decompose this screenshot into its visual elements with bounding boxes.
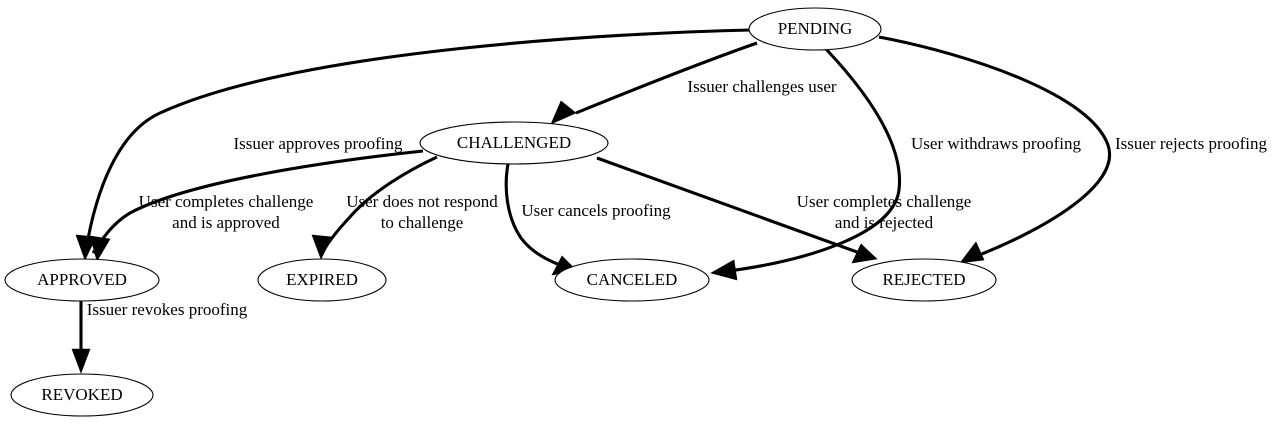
node-label-expired: EXPIRED bbox=[286, 270, 358, 289]
edge-pending-to-canceled[interactable] bbox=[710, 47, 902, 281]
node-shape-canceled bbox=[554, 258, 710, 302]
node-label-rejected: REJECTED bbox=[882, 270, 965, 289]
edge-path-pending-to-canceled bbox=[720, 47, 902, 274]
edge-label-challenged-to-approved-line2: and is approved bbox=[172, 213, 280, 232]
arrowhead-challenged-from-pending bbox=[550, 100, 577, 125]
edge-pending-to-rejected[interactable] bbox=[878, 35, 1112, 264]
edge-challenged-to-expired[interactable] bbox=[311, 155, 438, 260]
edge-label-approved-to-revoked: Issuer revokes proofing bbox=[87, 300, 248, 319]
arrowhead-approved-from-challenged bbox=[89, 235, 111, 262]
node-label-pending: PENDING bbox=[778, 19, 853, 38]
node-shape-rejected bbox=[851, 258, 997, 302]
edge-challenged-to-rejected[interactable] bbox=[596, 156, 878, 264]
arrowhead-rejected-from-pending bbox=[959, 241, 985, 264]
node-shape-expired bbox=[257, 258, 387, 302]
node-rejected[interactable]: REJECTED bbox=[851, 258, 997, 302]
edge-path-challenged-to-approved bbox=[91, 149, 424, 254]
edge-pending-to-approved[interactable] bbox=[75, 28, 752, 261]
arrowhead-canceled-from-pending bbox=[710, 259, 738, 281]
edge-path-pending-to-challenged bbox=[575, 41, 758, 115]
edge-label-challenged-to-canceled: User cancels proofing bbox=[521, 201, 671, 220]
edge-label-challenged-to-expired-line1: User does not respond bbox=[346, 192, 498, 211]
edge-path-pending-to-rejected bbox=[878, 35, 1112, 261]
edge-path-challenged-to-rejected bbox=[596, 156, 869, 258]
node-label-canceled: CANCELED bbox=[587, 270, 678, 289]
node-expired[interactable]: EXPIRED bbox=[257, 258, 387, 302]
node-canceled[interactable]: CANCELED bbox=[554, 258, 710, 302]
node-pending[interactable]: PENDING bbox=[748, 7, 882, 51]
edge-path-pending-to-approved bbox=[84, 28, 752, 251]
edge-label-challenged-to-rejected-line1: User completes challenge bbox=[797, 192, 972, 211]
node-label-challenged: CHALLENGED bbox=[457, 133, 571, 152]
edge-label-challenged-to-expired-line2: to challenge bbox=[381, 213, 464, 232]
arrowhead-rejected-from-challenged bbox=[851, 243, 878, 264]
node-revoked[interactable]: REVOKED bbox=[10, 373, 154, 417]
node-challenged[interactable]: CHALLENGED bbox=[419, 121, 609, 165]
edge-label-challenged-to-rejected-line2: and is rejected bbox=[835, 213, 934, 232]
node-shape-pending bbox=[748, 7, 882, 51]
edge-path-challenged-to-canceled bbox=[504, 163, 569, 270]
edge-label-pending-to-challenged: Issuer challenges user bbox=[687, 77, 837, 96]
arrowhead-expired-from-challenged bbox=[311, 234, 333, 260]
edge-label-pending-to-rejected: Issuer rejects proofing bbox=[1115, 134, 1268, 153]
node-shape-challenged bbox=[419, 121, 609, 165]
edge-approved-to-revoked[interactable] bbox=[71, 301, 91, 374]
edge-challenged-to-approved[interactable] bbox=[89, 149, 424, 262]
arrowhead-approved-from-pending bbox=[75, 234, 97, 261]
node-approved[interactable]: APPROVED bbox=[4, 258, 160, 302]
edge-label-pending-to-approved: Issuer approves proofing bbox=[233, 134, 403, 153]
node-label-approved: APPROVED bbox=[37, 270, 127, 289]
edge-label-challenged-to-approved-line1: User completes challenge bbox=[139, 192, 314, 211]
edge-label-pending-to-canceled: User withdraws proofing bbox=[911, 134, 1081, 153]
node-shape-approved bbox=[4, 258, 160, 302]
arrowhead-revoked-from-approved bbox=[71, 348, 91, 374]
node-shape-revoked bbox=[10, 373, 154, 417]
edge-pending-to-challenged[interactable] bbox=[550, 41, 758, 125]
node-label-revoked: REVOKED bbox=[41, 385, 122, 404]
